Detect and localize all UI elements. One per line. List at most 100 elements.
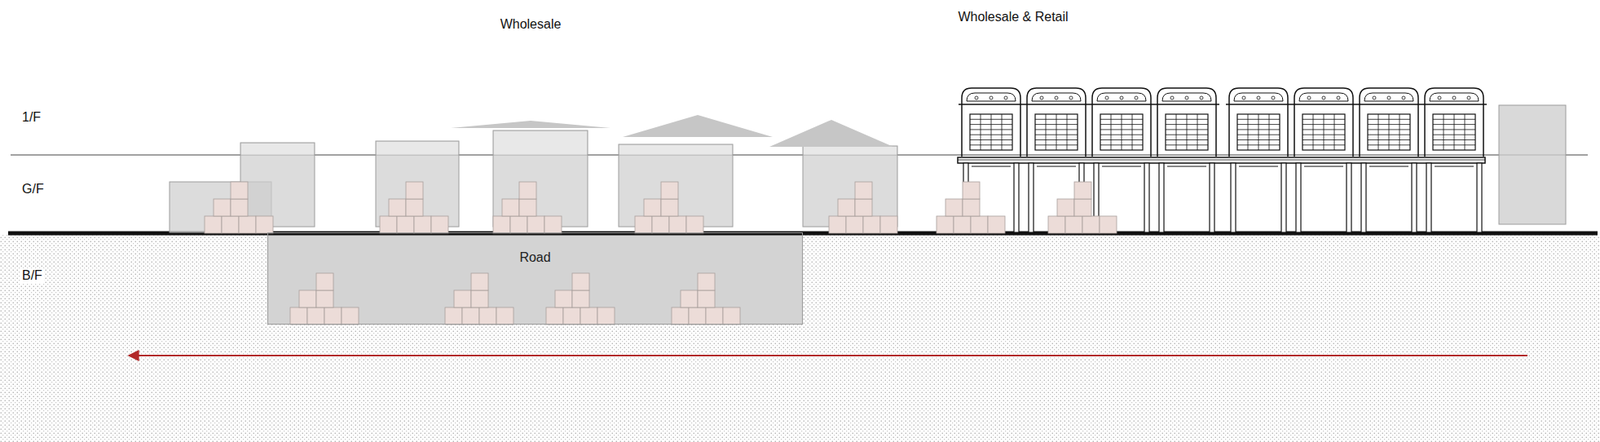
building-block <box>493 130 588 227</box>
bay-ornament <box>1054 96 1058 100</box>
shop-lintel <box>1036 166 1076 168</box>
roof <box>622 114 773 137</box>
window-mullion <box>1464 114 1466 150</box>
goods-box <box>652 215 670 234</box>
bay-cornice <box>1356 103 1422 106</box>
bay-ornament <box>1069 96 1073 100</box>
bay-ornament <box>1170 96 1174 100</box>
goods-box <box>880 215 898 234</box>
goods-box <box>445 307 463 325</box>
soil-hatch <box>0 233 1600 442</box>
bay-window <box>1237 114 1280 150</box>
goods-box <box>846 215 864 234</box>
floor-level: G/F <box>20 181 46 197</box>
goods-box <box>634 215 653 234</box>
shop-lintel <box>1304 166 1344 168</box>
road-fill <box>267 233 803 325</box>
goods-box <box>597 307 615 325</box>
bay-arch <box>1162 92 1212 102</box>
goods-box <box>462 307 480 325</box>
bay-ornament <box>1242 96 1246 100</box>
hall-column <box>1295 163 1301 233</box>
goods-box <box>502 198 520 216</box>
shop-lintel <box>1167 166 1207 168</box>
hall-column <box>1411 163 1417 233</box>
goods-box <box>1048 215 1066 234</box>
goods-box <box>828 215 847 234</box>
bay-ornament <box>1322 96 1326 100</box>
bay-window <box>1302 114 1345 150</box>
bay-frame <box>1092 88 1151 157</box>
bay-ornament <box>974 96 979 100</box>
goods-box <box>563 307 581 325</box>
goods-box <box>945 198 963 216</box>
goods-box <box>962 198 980 216</box>
window-mullion <box>1110 114 1112 150</box>
window-mullion <box>1045 114 1047 150</box>
goods-box <box>661 198 679 216</box>
building-block <box>1498 105 1566 225</box>
bay-ornament <box>1452 96 1456 100</box>
window-mullion <box>1378 114 1380 150</box>
building-block <box>618 144 733 227</box>
bay-window <box>969 114 1013 150</box>
goods-box <box>510 215 528 234</box>
hall-column <box>1230 163 1236 233</box>
window-mullion <box>1056 114 1058 150</box>
hall-column <box>1144 163 1150 233</box>
goods-box <box>307 307 325 325</box>
bay-ornament <box>1256 96 1261 100</box>
bay-arch <box>1429 92 1479 102</box>
goods-box <box>1082 215 1100 234</box>
bay-ornament <box>1307 96 1311 100</box>
goods-stacks <box>204 181 1117 325</box>
flow-arrow <box>128 354 1528 357</box>
goods-box <box>544 215 562 234</box>
hall-column <box>1346 163 1352 233</box>
zone-title: Wholesale & Retail <box>957 9 1068 25</box>
bay-ornament <box>1387 96 1391 100</box>
bay-arch <box>1299 92 1349 102</box>
bay-window <box>1035 114 1078 150</box>
window-mullion <box>1186 114 1188 150</box>
bay-cornice <box>1421 103 1487 106</box>
goods-box <box>1057 198 1075 216</box>
bay-frame <box>1424 88 1484 157</box>
road-label: Road <box>268 250 803 265</box>
goods-box <box>697 273 715 291</box>
hall-column <box>1159 163 1164 233</box>
window-mullion <box>1454 114 1455 150</box>
goods-box <box>1065 215 1083 234</box>
goods-box <box>471 273 489 291</box>
window-mullion <box>1132 114 1133 150</box>
shop-lintel <box>1238 166 1279 168</box>
shop-lintel <box>1369 166 1409 168</box>
building-block <box>802 145 898 227</box>
goods-box <box>204 215 222 234</box>
hall-column <box>1013 163 1019 233</box>
goods-box <box>936 215 954 234</box>
floor-level: B/F <box>20 268 45 283</box>
window-mullion <box>1269 114 1270 150</box>
road-box: Road <box>267 232 803 325</box>
bay-arch <box>1234 92 1283 102</box>
goods-box <box>987 215 1005 234</box>
hall-column <box>1426 163 1432 233</box>
market-hall <box>957 88 1487 233</box>
bay-ornament <box>1401 96 1406 100</box>
window-mullion <box>1121 114 1123 150</box>
goods-box <box>572 273 590 291</box>
goods-box <box>255 215 274 234</box>
goods-box <box>555 290 573 308</box>
floor-level: 1/F <box>20 110 43 125</box>
bay-ornament <box>1185 96 1189 100</box>
bay-arch <box>1031 92 1081 102</box>
window-mullion <box>1258 114 1260 150</box>
bay-frame <box>1026 88 1086 157</box>
shop-lintel <box>971 166 1011 168</box>
goods-box <box>431 215 449 234</box>
hall-column <box>1281 163 1287 233</box>
goods-box <box>643 198 662 216</box>
window-mullion <box>1334 114 1336 150</box>
